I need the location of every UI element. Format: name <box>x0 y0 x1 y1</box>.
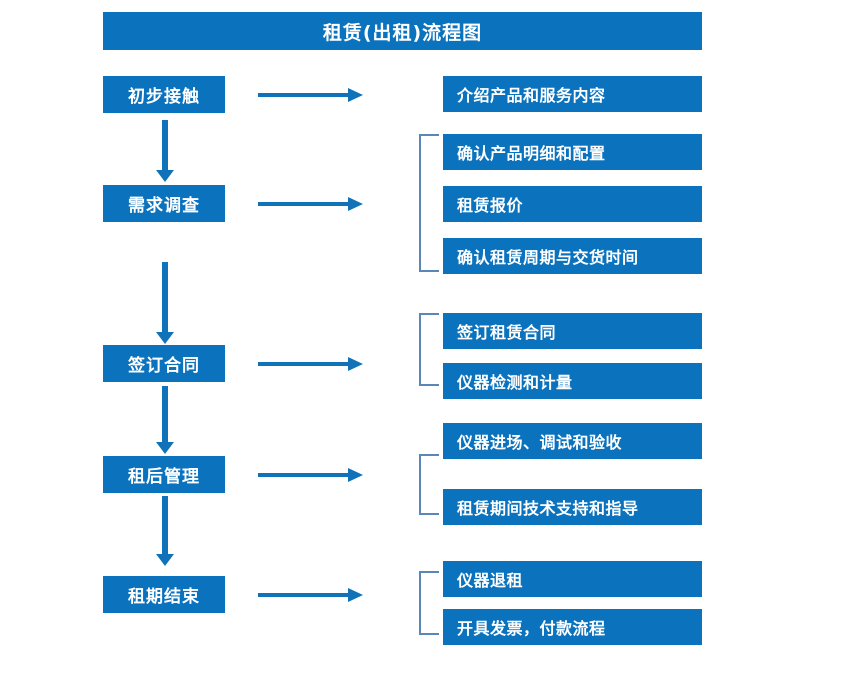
arrow-head <box>348 588 363 602</box>
arrow-head <box>156 554 174 566</box>
right-arrow-icon-5 <box>258 588 364 602</box>
arrow-head <box>348 357 363 371</box>
detail-box-2-3[interactable]: 确认租赁周期与交货时间 <box>443 238 702 274</box>
stage-box-5[interactable]: 租期结束 <box>103 576 225 613</box>
down-arrow-icon-1 <box>156 120 174 182</box>
right-arrow-icon-3 <box>258 357 364 371</box>
arrow-shaft <box>162 120 168 170</box>
down-arrow-icon-2 <box>156 262 174 344</box>
detail-box-2-2[interactable]: 租赁报价 <box>443 186 702 222</box>
stage-box-3[interactable]: 签订合同 <box>103 345 225 382</box>
right-arrow-icon-2 <box>258 197 364 211</box>
arrow-shaft <box>258 362 350 366</box>
arrow-shaft <box>162 496 168 554</box>
arrow-shaft <box>258 202 350 206</box>
detail-box-5-2[interactable]: 开具发票，付款流程 <box>443 609 702 645</box>
detail-box-4-1[interactable]: 仪器进场、调试和验收 <box>443 423 702 459</box>
stage-box-2[interactable]: 需求调查 <box>103 185 225 222</box>
detail-box-3-2[interactable]: 仪器检测和计量 <box>443 363 702 399</box>
arrow-shaft <box>258 593 350 597</box>
arrow-head <box>156 332 174 344</box>
group-bracket-icon-3 <box>419 313 439 386</box>
down-arrow-icon-4 <box>156 496 174 566</box>
arrow-head <box>156 442 174 454</box>
arrow-head <box>348 197 363 211</box>
right-arrow-icon-1 <box>258 88 364 102</box>
stage-box-4[interactable]: 租后管理 <box>103 456 225 493</box>
detail-box-3-1[interactable]: 签订租赁合同 <box>443 313 702 349</box>
arrow-head <box>348 88 363 102</box>
detail-box-1-1[interactable]: 介绍产品和服务内容 <box>443 76 702 112</box>
group-bracket-icon-5 <box>419 571 439 635</box>
arrow-shaft <box>162 262 168 332</box>
arrow-shaft <box>162 386 168 442</box>
group-bracket-icon-4 <box>419 454 439 515</box>
detail-box-4-2[interactable]: 租赁期间技术支持和指导 <box>443 489 702 525</box>
right-arrow-icon-4 <box>258 468 364 482</box>
arrow-head <box>156 170 174 182</box>
arrow-shaft <box>258 93 350 97</box>
page-title: 租赁(出租)流程图 <box>103 12 702 50</box>
detail-box-2-1[interactable]: 确认产品明细和配置 <box>443 134 702 170</box>
down-arrow-icon-3 <box>156 386 174 454</box>
group-bracket-icon-2 <box>419 134 439 272</box>
arrow-head <box>348 468 363 482</box>
detail-box-5-1[interactable]: 仪器退租 <box>443 561 702 597</box>
stage-box-1[interactable]: 初步接触 <box>103 76 225 113</box>
arrow-shaft <box>258 473 350 477</box>
